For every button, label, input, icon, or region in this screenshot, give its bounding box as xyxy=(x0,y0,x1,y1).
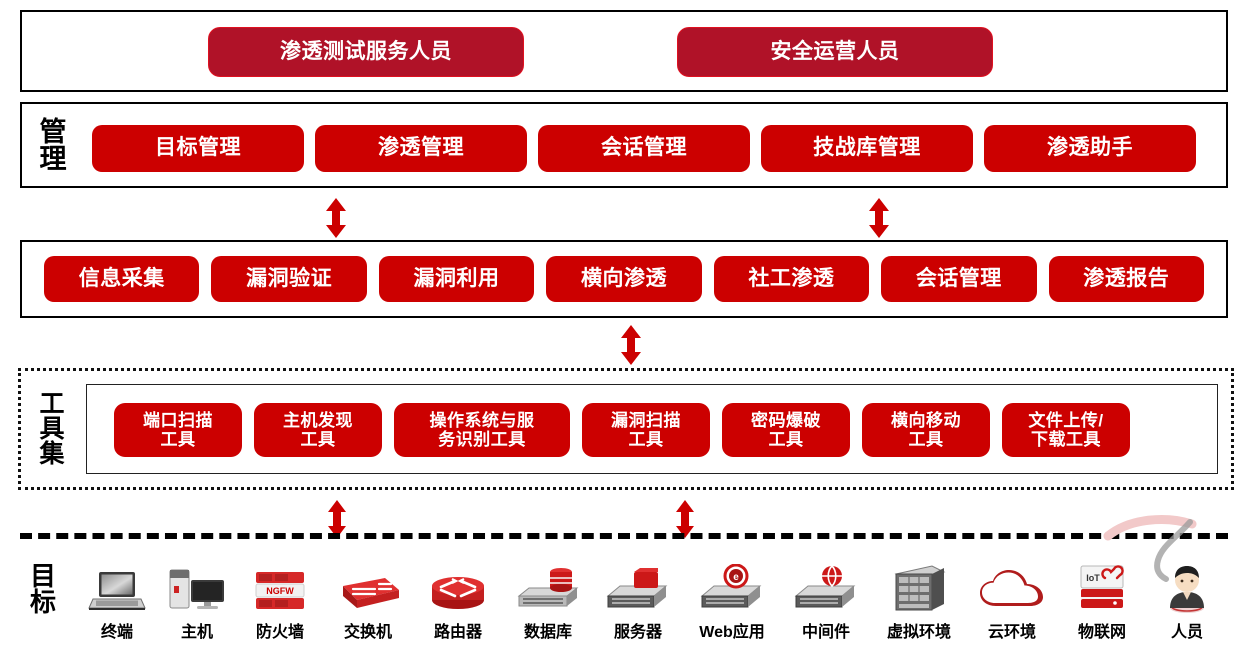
target-label-host: 主机 xyxy=(180,624,213,641)
target-label-server: 服务器 xyxy=(613,624,662,641)
target-item-personnel[interactable]: 人员 xyxy=(1152,564,1222,642)
management-item-tactics-library-management[interactable]: 技战库管理 xyxy=(761,124,973,172)
tool-item-password-cracking[interactable]: 密码爆破 工具 xyxy=(722,403,850,457)
management-items-row: 目标管理 渗透管理 会话管理 技战库管理 渗透助手 xyxy=(92,123,1198,173)
tool-item-file-upload-download[interactable]: 文件上传/ 下载工具 xyxy=(1002,403,1130,457)
firewall-badge-text: NGFW xyxy=(266,586,294,596)
virtual-rack-icon xyxy=(888,564,950,614)
management-item-penetration-management[interactable]: 渗透管理 xyxy=(315,124,527,172)
management-item-target-management[interactable]: 目标管理 xyxy=(92,124,304,172)
cloud-icon xyxy=(976,564,1048,614)
target-item-firewall[interactable]: NGFW 防火墙 xyxy=(242,564,318,642)
target-label-endpoint: 终端 xyxy=(100,624,133,641)
toolset-side-label-char-2: 具 xyxy=(39,414,65,443)
person-icon xyxy=(1161,564,1213,614)
phase-item-information-gathering[interactable]: 信息采集 xyxy=(44,256,200,302)
phase-item-vulnerability-verification[interactable]: 漏洞验证 xyxy=(211,256,367,302)
phase-item-social-engineering[interactable]: 社工渗透 xyxy=(713,256,870,302)
targets-row: 终端 主机 xyxy=(82,552,1242,642)
arrow-roles-to-phases-left xyxy=(323,198,349,238)
switch-icon xyxy=(333,564,403,614)
target-item-endpoint[interactable]: 终端 xyxy=(82,564,152,642)
target-label-database: 数据库 xyxy=(523,624,572,641)
tool-item-port-scanner[interactable]: 端口扫描 工具 xyxy=(114,403,242,457)
targets-side-label-char-2: 标 xyxy=(29,587,56,617)
tool-item-lateral-movement[interactable]: 横向移动 工具 xyxy=(862,403,990,457)
toolset-side-label: 工 具 集 xyxy=(32,382,72,476)
iot-badge-text: IoT xyxy=(1086,573,1100,583)
svg-text:e: e xyxy=(733,572,739,583)
toolset-items-row: 端口扫描 工具 主机发现 工具 操作系统与服 务识别工具 漏洞扫描 工具 密码爆… xyxy=(114,402,1204,458)
management-side-label: 管 理 xyxy=(30,114,76,178)
phase-item-lateral-penetration[interactable]: 横向渗透 xyxy=(546,256,702,302)
management-item-penetration-assistant[interactable]: 渗透助手 xyxy=(984,124,1196,172)
target-label-firewall: 防火墙 xyxy=(255,624,304,641)
target-item-switch[interactable]: 交换机 xyxy=(328,564,408,642)
management-item-session-management[interactable]: 会话管理 xyxy=(538,124,750,172)
laptop-icon xyxy=(87,564,147,614)
arrow-roles-to-phases-right xyxy=(866,198,892,238)
router-icon xyxy=(425,564,491,614)
target-label-cloud-environment: 云环境 xyxy=(987,624,1036,641)
target-label-iot: 物联网 xyxy=(1077,624,1126,641)
tool-item-host-discovery[interactable]: 主机发现 工具 xyxy=(254,403,382,457)
target-item-iot[interactable]: IoT 物联网 xyxy=(1062,564,1142,642)
target-label-router: 路由器 xyxy=(433,624,482,641)
management-side-label-char-1: 管 xyxy=(39,117,67,147)
firewall-icon: NGFW xyxy=(250,564,310,614)
management-side-label-char-2: 理 xyxy=(39,144,67,174)
arrow-tools-to-targets-left xyxy=(325,500,349,538)
role-pentest-service-staff[interactable]: 渗透测试服务人员 xyxy=(208,27,524,77)
database-icon xyxy=(513,564,583,614)
target-item-virtual-environment[interactable]: 虚拟环境 xyxy=(876,564,962,642)
target-item-router[interactable]: 路由器 xyxy=(418,564,498,642)
role-security-operations-staff[interactable]: 安全运营人员 xyxy=(677,27,993,77)
web-app-icon: e xyxy=(696,564,768,614)
target-item-database[interactable]: 数据库 xyxy=(508,564,588,642)
toolset-side-label-char-1: 工 xyxy=(39,389,65,418)
target-label-personnel: 人员 xyxy=(1170,624,1203,641)
toolset-side-label-char-3: 集 xyxy=(39,439,65,468)
arrow-phases-to-tools xyxy=(618,325,644,365)
phase-item-session-management[interactable]: 会话管理 xyxy=(881,256,1037,302)
phase-item-vulnerability-exploitation[interactable]: 漏洞利用 xyxy=(378,256,535,302)
arrow-tools-to-targets-right xyxy=(673,500,697,538)
phase-item-penetration-report[interactable]: 渗透报告 xyxy=(1048,256,1204,302)
target-item-server[interactable]: 服务器 xyxy=(598,564,678,642)
targets-side-label: 目 标 xyxy=(22,556,64,622)
server-icon xyxy=(602,564,674,614)
iot-icon: IoT xyxy=(1071,564,1133,614)
phases-items-row: 信息采集 漏洞验证 漏洞利用 横向渗透 社工渗透 会话管理 渗透报告 xyxy=(44,256,1204,302)
target-label-switch: 交换机 xyxy=(343,624,392,641)
targets-dashed-divider xyxy=(20,533,1228,539)
target-label-web-app: Web应用 xyxy=(699,624,765,641)
tool-item-os-service-identification[interactable]: 操作系统与服 务识别工具 xyxy=(394,403,570,457)
target-label-middleware: 中间件 xyxy=(801,624,850,641)
middleware-icon xyxy=(790,564,862,614)
desktop-pc-icon xyxy=(166,564,228,614)
target-item-host[interactable]: 主机 xyxy=(162,564,232,642)
targets-side-label-char-1: 目 xyxy=(29,561,56,591)
target-label-virtual-environment: 虚拟环境 xyxy=(886,624,951,641)
target-item-cloud-environment[interactable]: 云环境 xyxy=(972,564,1052,642)
target-item-middleware[interactable]: 中间件 xyxy=(786,564,866,642)
tool-item-vulnerability-scanner[interactable]: 漏洞扫描 工具 xyxy=(582,403,710,457)
roles-row: 渗透测试服务人员 安全运营人员 xyxy=(20,10,1228,92)
target-item-web-app[interactable]: e Web应用 xyxy=(688,564,776,642)
